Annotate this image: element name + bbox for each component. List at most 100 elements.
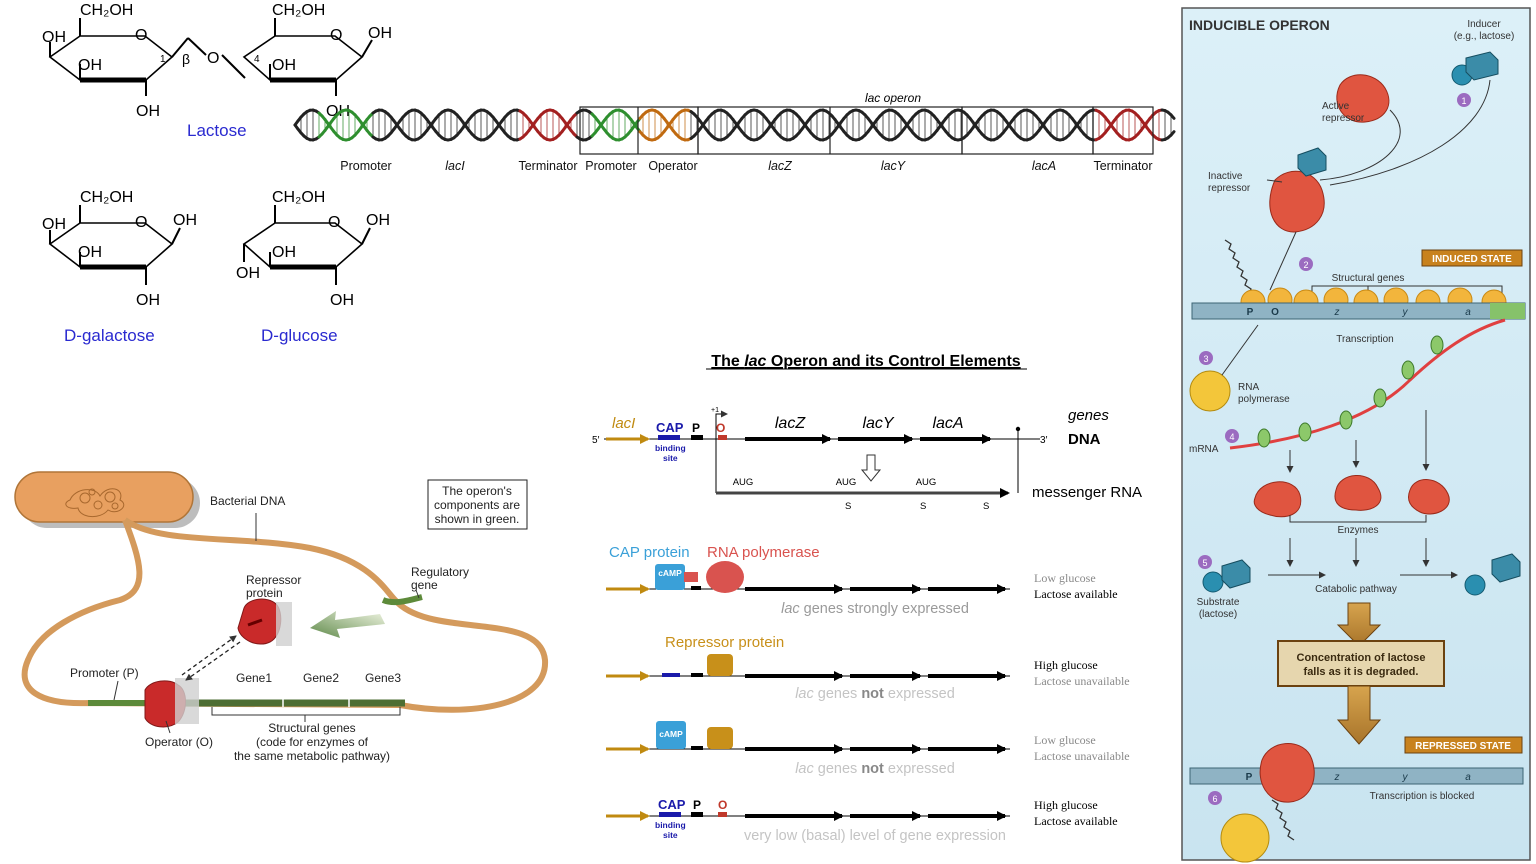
galactose-label: D-galactose (64, 326, 155, 345)
strip-laci: lacI (445, 159, 465, 173)
induced-o: O (1271, 307, 1279, 318)
camp-cap-complex-1 (655, 564, 685, 590)
active-repressor-1: Active (1322, 101, 1350, 112)
lactose-oh-d: OH (368, 25, 392, 42)
catabolic-label: Catabolic pathway (1315, 584, 1397, 595)
repressed-z: z (1334, 772, 1340, 783)
lactose-c4: 4 (254, 54, 260, 65)
induced-a: a (1465, 307, 1471, 318)
gene2-label: Gene2 (303, 671, 339, 685)
row-3-condition-1: Low glucose (1034, 733, 1096, 747)
step-4: 4 (1229, 432, 1234, 442)
rna-polymerase-ball (1189, 370, 1231, 412)
strip-laca: lacA (1032, 159, 1056, 173)
lactose-oh-e: OH (272, 57, 296, 74)
stop-1: S (845, 501, 851, 512)
inactive-repressor-2: repressor (1208, 183, 1251, 194)
enzyme-2 (1334, 475, 1382, 511)
induced-z: z (1334, 307, 1340, 318)
repressed-dna-bar (1189, 767, 1524, 785)
galactose-structure (48, 205, 181, 285)
lactose-c1: 1 (160, 54, 166, 65)
cap-protein-label: CAP protein (609, 544, 690, 561)
galactose-oh-c: OH (78, 244, 102, 261)
substrate-2: (lactose) (1199, 609, 1237, 620)
lactose-bridge-o: O (207, 50, 219, 67)
rna-polymerase-shape (706, 561, 744, 593)
induced-p: P (1247, 307, 1254, 318)
binding-label-4: binding (655, 820, 686, 830)
regulatory-gene (381, 594, 423, 606)
row-3-status: lac genes not expressed (795, 761, 955, 777)
gene-lacy: lacY (862, 415, 894, 432)
step-1: 1 (1461, 96, 1466, 106)
cap-label-4: CAP (658, 797, 686, 812)
control-row-3: cAMP lac genes not expressed Low glucose… (606, 721, 1130, 777)
galactose-ring-o: O (135, 214, 147, 231)
plus-one: +1 (711, 407, 719, 414)
galactose-oh-a: OH (173, 212, 197, 229)
glucose-ch2oh: CH₂OH (272, 189, 325, 206)
concentration-2: falls as it is degraded. (1304, 666, 1419, 678)
repressed-y: y (1402, 772, 1409, 783)
strip-lacy: lacY (881, 159, 907, 173)
inducible-title: INDUCIBLE OPERON (1189, 17, 1330, 33)
lactose-label: Lactose (187, 121, 247, 140)
genes-label: genes (1068, 407, 1109, 424)
three-prime: 3′ (1040, 435, 1048, 446)
repressor-protein-label: Repressor protein (665, 634, 784, 651)
helix-backbone (1169, 130, 1176, 137)
five-prime: 5′ (592, 435, 600, 446)
bacterium-cell (14, 471, 194, 523)
control-title: The lac Operon and its Control Elements (711, 353, 1020, 370)
glucose-oh-c: OH (272, 244, 296, 261)
bound-repressor (1259, 743, 1315, 803)
strip-terminator-2: Terminator (1093, 159, 1152, 173)
glucose-oh-b: OH (236, 265, 260, 282)
lactose-ch2oh-1: CH₂OH (80, 2, 133, 19)
step-6: 6 (1212, 794, 1217, 804)
inducible-operon-panel: INDUCIBLE OPERON Inducer (e.g., lactose)… (1181, 7, 1531, 863)
lactose-ring-o-1: O (135, 27, 147, 44)
glucose-structure (242, 205, 371, 285)
regulatory-label-2: gene (411, 578, 438, 592)
glucose-label: D-glucose (261, 326, 338, 345)
control-row-2: Repressor protein lac genes not expresse… (606, 634, 1130, 702)
glucose-ring-o: O (328, 214, 340, 231)
inactive-repressor (1269, 170, 1325, 233)
lactose-oh-c: OH (136, 103, 160, 120)
strip-operator: Operator (648, 159, 697, 173)
repressed-state-badge: REPRESSED STATE (1415, 741, 1511, 752)
inducer-label-1: Inducer (1467, 19, 1501, 30)
induced-state-badge: INDUCED STATE (1432, 254, 1512, 265)
dna-label: DNA (1068, 431, 1101, 448)
lac-operon-label: lac operon (865, 91, 921, 105)
gene-lacz: lacZ (775, 415, 806, 432)
control-main-row: 5′ lacI CAP binding site P O +1 lacZ lac… (592, 407, 1142, 512)
bacterium-diagram (14, 471, 549, 734)
control-row-1: CAP protein RNA polymerase cAMP lac gene… (606, 544, 1118, 617)
laci-label: lacI (612, 415, 635, 432)
aug-2: AUG (836, 477, 857, 488)
p-label: P (692, 421, 700, 435)
aug-1: AUG (733, 477, 754, 488)
p-label-4: P (693, 798, 701, 812)
o-label-4: O (718, 798, 727, 812)
row-2-condition-1: High glucose (1034, 658, 1098, 672)
helix-backbone (1169, 113, 1176, 120)
lactose-ring-o-2: O (330, 27, 342, 44)
gene-laca: lacA (932, 415, 963, 432)
strip-terminator-1: Terminator (518, 159, 577, 173)
lactose-structure (48, 18, 373, 96)
blocked-label: Transcription is blocked (1370, 791, 1475, 802)
lactose-ch2oh-2: CH₂OH (272, 2, 325, 19)
rna-polymerase-1: RNA (1238, 382, 1259, 393)
mrna-strand (1229, 318, 1506, 450)
gene1-label: Gene1 (236, 671, 272, 685)
repressed-a: a (1465, 772, 1471, 783)
glucose-oh-d: OH (330, 292, 354, 309)
row-1-condition-2: Lactose available (1034, 587, 1118, 601)
camp-label-1: cAMP (658, 568, 682, 578)
step-5: 5 (1202, 558, 1207, 568)
